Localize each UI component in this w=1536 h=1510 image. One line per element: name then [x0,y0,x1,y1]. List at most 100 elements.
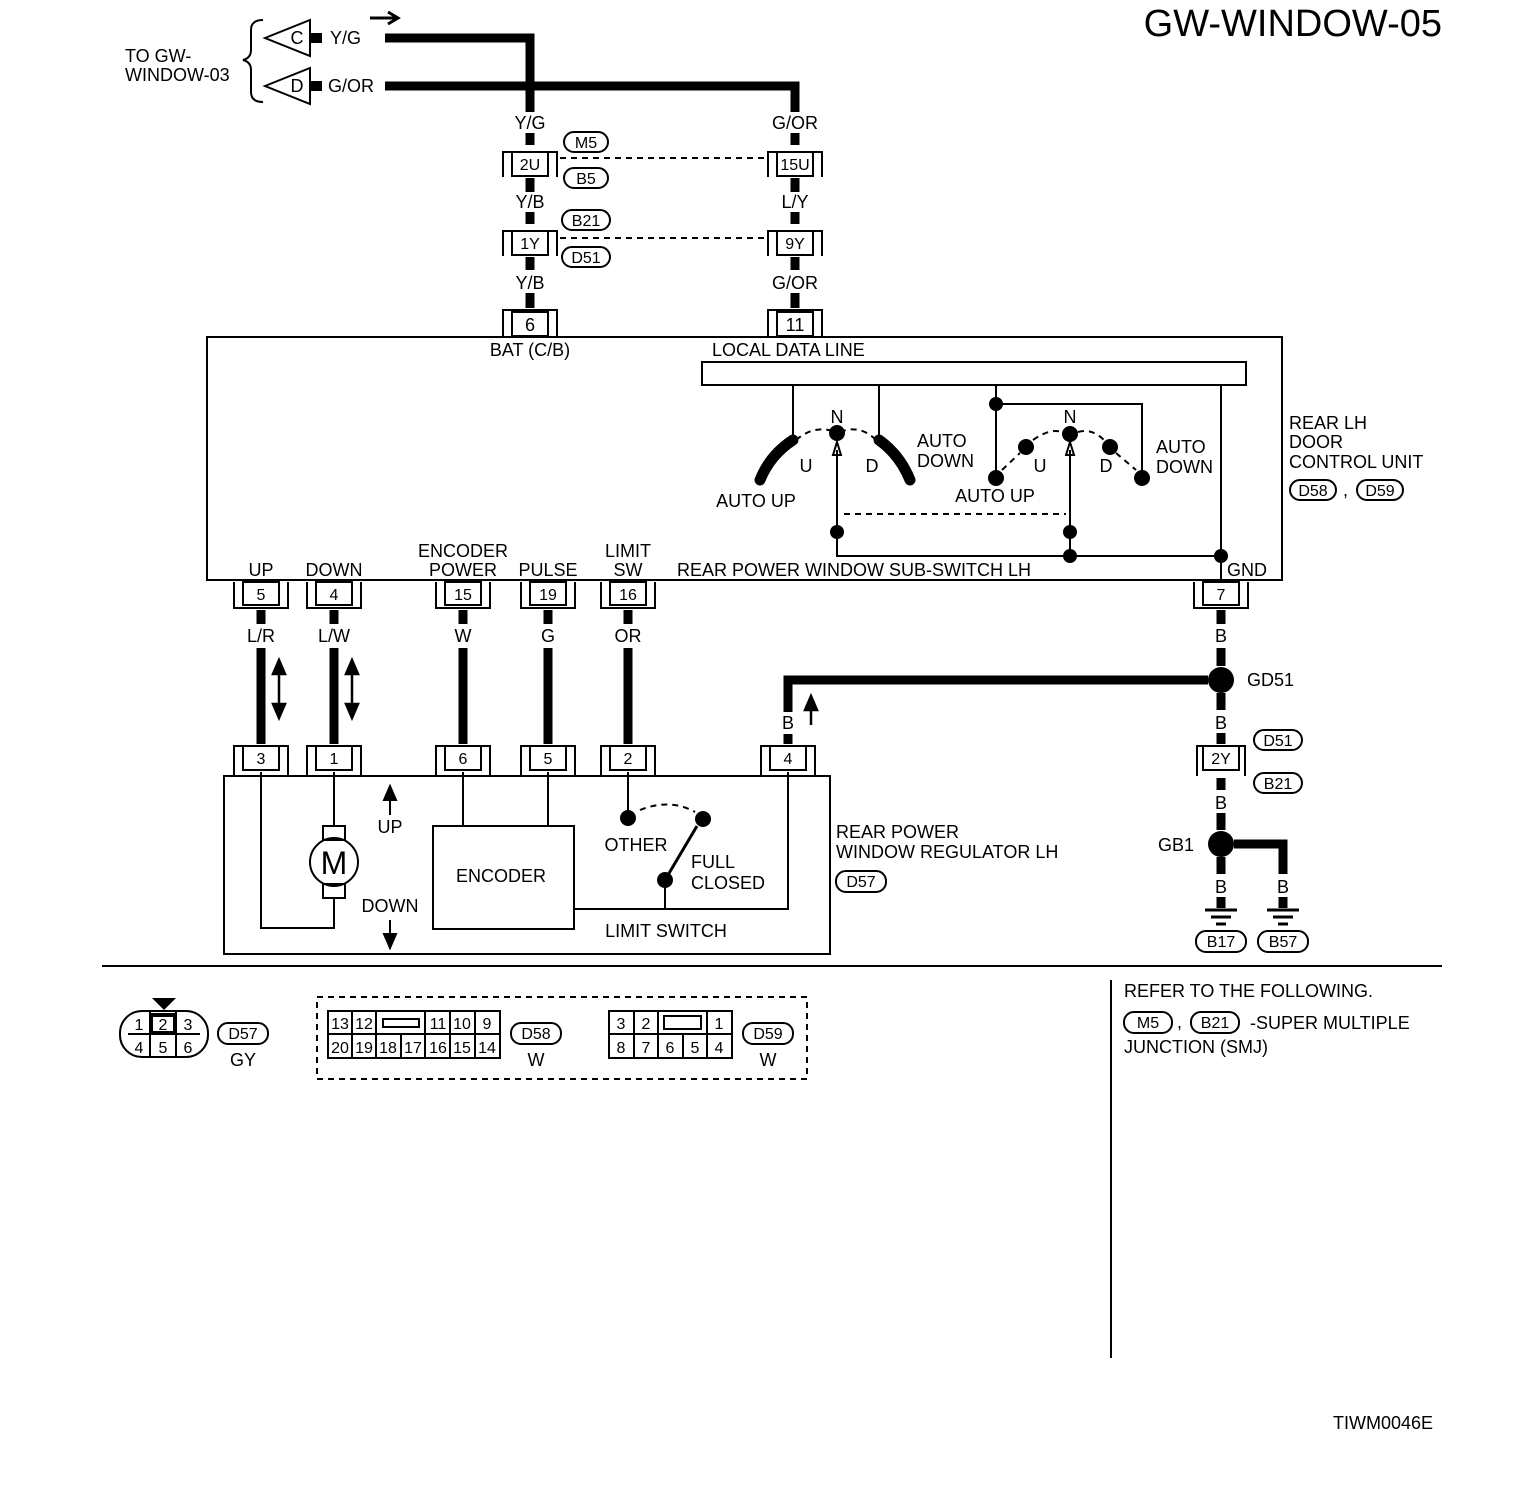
gnd-wire-4: B [1277,877,1289,897]
pin-group-5: 5 [233,581,289,609]
wire-or: OR [615,626,642,646]
sub-switch-label: REAR POWER WINDOW SUB-SWITCH LH [677,560,1031,580]
main-window-switch: N U D AUTO UP AUTO DOWN [716,385,974,530]
d59-pin: 7 [642,1040,651,1057]
ground-b57-icon [1267,908,1299,926]
right-wire-a: G/OR [772,113,818,133]
smj-m5: M5 [575,135,597,152]
pin-group-15: 15 [435,581,491,609]
note-smj1: -SUPER MULTIPLE [1250,1013,1410,1033]
sub-window-switch: N U D AUTO UP AUTO DOWN [955,385,1213,556]
left-wire-b: Y/B [515,192,544,212]
gd51-label: GD51 [1247,670,1294,690]
ground-b17-icon [1205,908,1237,926]
pin-1y: 1Y [520,236,540,253]
motor-icon [309,837,359,887]
wire-g: G [541,626,555,646]
wire-d-label: G/OR [328,76,374,96]
gb1-label: GB1 [1158,835,1194,855]
d57-pin: 2 [159,1017,168,1034]
pin-15u: 15U [780,157,809,174]
left-wire-a: Y/G [514,113,545,133]
label-bat: BAT (C/B) [490,340,570,360]
encoder-label: ENCODER [456,866,546,886]
d58-pin: 11 [430,1016,447,1033]
reg-pin4-wire: B [782,713,794,733]
pin-ldl: 11 [786,315,805,335]
connector-legend-d59: 3 2 1 8 7 6 5 4 D59 W [608,1010,794,1070]
term-label-pulse: PULSE [518,560,577,580]
term-label-power: POWER [429,560,497,580]
d59-pin: 5 [691,1040,700,1057]
d59-pin: 8 [617,1040,626,1057]
reg-full: FULL [691,852,735,872]
d58-pin: 14 [478,1040,496,1057]
reg-pin-4-label: 4 [784,751,793,768]
reg-pin-2-label: 2 [624,751,633,768]
sw1-auto-down-2: DOWN [917,451,974,471]
d58-pin: 13 [331,1016,349,1033]
d58-pin: 17 [404,1040,422,1057]
gnd-b57: B57 [1269,934,1298,951]
wire-c-label: Y/G [330,28,361,48]
sw2-auto-down-2: DOWN [1156,457,1213,477]
sw2-u: U [1034,456,1047,476]
gnd-wire-2: B [1215,793,1227,813]
reg-pin-1-label: 1 [330,751,339,768]
pin-9y: 9Y [785,236,805,253]
sw1-n: N [831,407,844,427]
wire-gor-top [385,81,800,112]
pin-group-4: 4 [306,581,362,609]
control-unit-box [206,336,1283,581]
reg-pin-6: 6 [435,745,491,776]
smj-connectors: Y/G G/OR 2U 15U M5 B5 Y/B L/Y 1Y 9Y B21 … [502,113,823,308]
gnd-wire-3: B [1215,877,1227,897]
gnd-conn-b21: B21 [1264,776,1293,793]
note-m5: M5 [1137,1015,1159,1032]
up-arrow-icon [382,783,398,815]
d57-pin: 5 [159,1040,168,1057]
reg-up: UP [377,817,402,837]
sw1-u: U [800,456,813,476]
smj-d51: D51 [571,250,600,267]
sw2-d: D [1100,456,1113,476]
note-smj2: JUNCTION (SMJ) [1124,1037,1268,1057]
d58-pin: 9 [483,1016,492,1033]
note-refer: REFER TO THE FOLLOWING. [1124,981,1373,1001]
d59-pin: 4 [715,1040,724,1057]
updown-arrow-icon [271,656,287,722]
reg-pin-3-label: 3 [257,751,266,768]
reg-down: DOWN [362,896,419,916]
pin-2u: 2U [520,157,540,174]
note-sep: , [1177,1012,1182,1032]
unit-name-line3: CONTROL UNIT [1289,452,1423,472]
reg-conn-d57: D57 [846,874,875,891]
reg-pin-3: 3 [233,745,289,776]
splice-gb1 [1208,831,1234,857]
connector-d: D G/OR [262,66,374,106]
reg-pin-6-label: 6 [459,751,468,768]
note-b21: B21 [1201,1015,1230,1032]
gnd-pin-2y: 2Y [1211,751,1231,768]
d57-pin: 3 [184,1017,193,1034]
unit-conn-d58: D58 [1298,483,1327,500]
unit-pin-15: 15 [454,587,472,604]
reg-closed: CLOSED [691,873,765,893]
unit-pin-19: 19 [539,587,557,604]
d58-pin: 12 [355,1016,373,1033]
sw2-auto-up: AUTO UP [955,486,1035,506]
d57-pin: 6 [184,1040,193,1057]
d58-pin: 15 [453,1040,471,1057]
d58-pin: 18 [379,1040,397,1057]
sw1-d: D [866,456,879,476]
reg-pin-2: 2 [600,745,656,776]
legend-d57-color: GY [230,1050,256,1070]
d59-pin: 2 [642,1016,651,1033]
left-wire-c: Y/B [515,273,544,293]
d58-pin: 16 [429,1040,447,1057]
unit-name-line1: REAR LH [1289,413,1367,433]
wire-yg-top [385,33,535,112]
d58-pin: 19 [355,1040,373,1057]
term-label-up: UP [248,560,273,580]
